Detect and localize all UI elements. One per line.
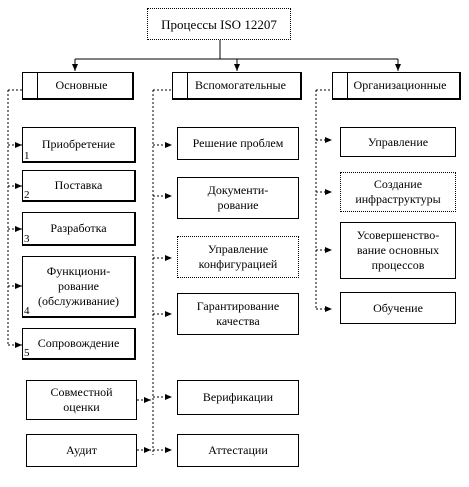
support-process-label: Документи- рование bbox=[207, 183, 269, 212]
main-process-development: Разработка 3 bbox=[22, 212, 136, 246]
main-process-label: Разработка bbox=[50, 221, 107, 235]
support-process-label: Аттестации bbox=[208, 443, 268, 457]
org-process-training: Обучение bbox=[340, 292, 456, 324]
category-org-label: Организационные bbox=[353, 78, 447, 92]
main-process-label: Сопровождение bbox=[37, 336, 120, 350]
title-box: Процессы ISO 12207 bbox=[147, 8, 291, 40]
main-process-supply: Поставка 2 bbox=[22, 170, 136, 202]
support-process-quality-assurance: Гарантирование качества bbox=[177, 293, 299, 335]
category-org: Организационные bbox=[332, 72, 461, 100]
support-process-label: Решение проблем bbox=[192, 136, 284, 150]
support-process-documentation: Документи- рование bbox=[177, 177, 299, 219]
main-process-operation: Функциони- рование (обслуживание) 4 bbox=[22, 256, 136, 318]
diagram-title: Процессы ISO 12207 bbox=[161, 16, 277, 32]
main-process-number: 4 bbox=[24, 305, 30, 317]
support-process-verification: Верификации bbox=[177, 380, 299, 415]
org-process-label: Управление bbox=[367, 134, 429, 149]
org-process-label: Создание инфраструктуры bbox=[355, 177, 441, 206]
support-process-label: Управление конфигурацией bbox=[198, 242, 278, 271]
main-process-label: Приобретение bbox=[41, 137, 116, 151]
joint-process-label: Совместной оценки bbox=[50, 385, 113, 414]
support-process-problem-resolution: Решение проблем bbox=[177, 127, 299, 160]
category-main: Основные bbox=[22, 72, 134, 100]
joint-process-audit: Аудит bbox=[26, 434, 137, 467]
joint-process-label: Аудит bbox=[65, 443, 98, 457]
org-process-label: Усовершенство- вание основных процессов bbox=[356, 228, 440, 272]
main-process-acquisition: Приобретение 1 bbox=[22, 127, 136, 163]
support-process-label: Верификации bbox=[202, 390, 274, 404]
main-process-number: 1 bbox=[24, 150, 30, 162]
main-process-number: 3 bbox=[24, 233, 30, 245]
support-process-configuration: Управление конфигурацией bbox=[177, 236, 299, 278]
joint-process-review: Совместной оценки bbox=[26, 380, 137, 420]
main-process-maintenance: Сопровождение 5 bbox=[22, 328, 136, 360]
org-process-improvement: Усовершенство- вание основных процессов bbox=[340, 222, 456, 279]
main-process-label: Поставка bbox=[54, 178, 103, 192]
category-support-label: Вспомогательные bbox=[195, 78, 286, 92]
support-process-validation: Аттестации bbox=[177, 434, 299, 467]
org-process-label: Обучение bbox=[373, 300, 423, 315]
category-support: Вспомогательные bbox=[172, 72, 302, 100]
main-process-label: Функциони- рование (обслуживание) bbox=[38, 264, 119, 308]
main-process-number: 5 bbox=[24, 347, 30, 359]
org-process-infrastructure: Создание инфраструктуры bbox=[340, 172, 456, 212]
category-main-label: Основные bbox=[55, 78, 108, 92]
org-process-management: Управление bbox=[340, 127, 456, 157]
main-process-number: 2 bbox=[24, 189, 30, 201]
support-process-label: Гарантирование качества bbox=[196, 299, 280, 328]
